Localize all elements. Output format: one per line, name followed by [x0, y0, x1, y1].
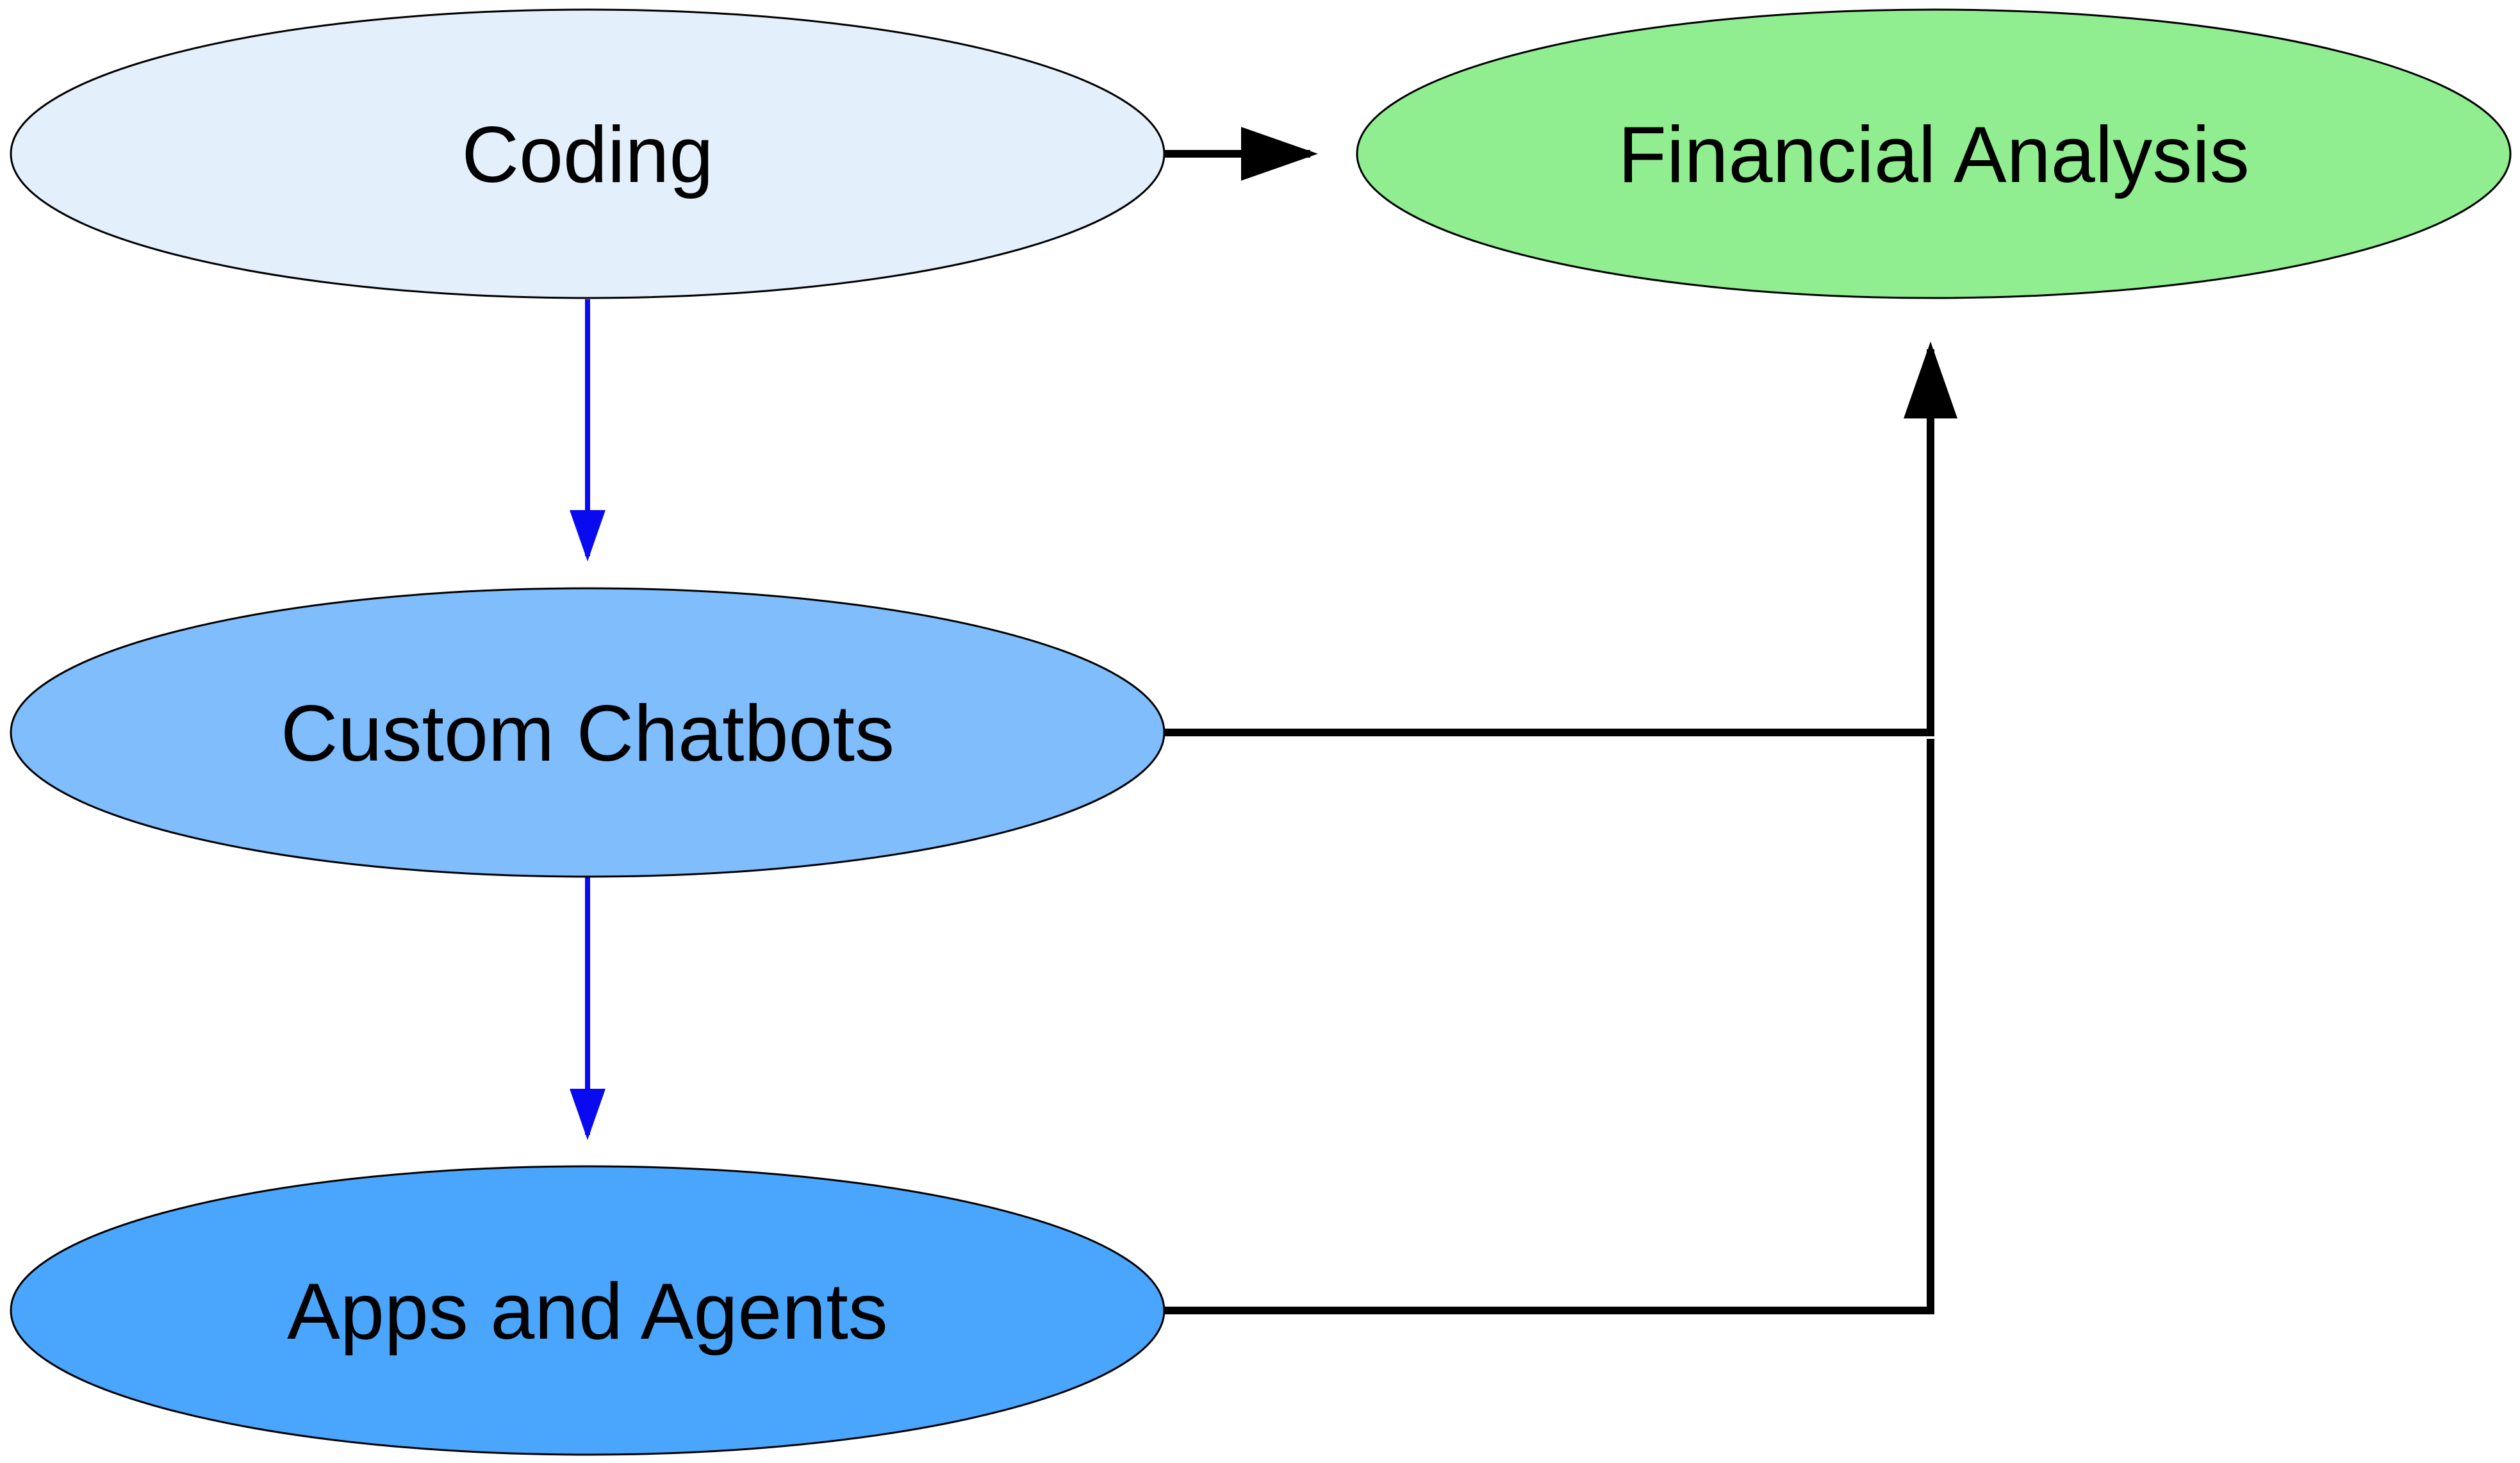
node-coding-label: Coding	[462, 111, 714, 199]
node-financial-analysis-shape	[1356, 8, 2512, 299]
node-apps-and-agents: Apps and Agents	[10, 1165, 1165, 1456]
node-apps-and-agents-shape	[10, 1165, 1165, 1456]
node-financial-analysis-label: Financial Analysis	[1618, 111, 2250, 199]
node-financial-analysis: Financial Analysis	[1356, 8, 2512, 299]
node-custom-chatbots-label: Custom Chatbots	[281, 690, 894, 778]
edge-apps-and-agents-to-financial-analysis	[1164, 739, 1934, 1314]
edges	[570, 127, 1957, 1314]
node-custom-chatbots: Custom Chatbots	[10, 587, 1165, 878]
node-apps-and-agents-label: Apps and Agents	[287, 1268, 888, 1356]
node-coding-shape	[10, 8, 1165, 299]
node-coding: Coding	[10, 8, 1165, 299]
node-custom-chatbots-shape	[10, 587, 1165, 878]
edge-custom-chatbots-to-financial-analysis	[1164, 342, 1957, 736]
